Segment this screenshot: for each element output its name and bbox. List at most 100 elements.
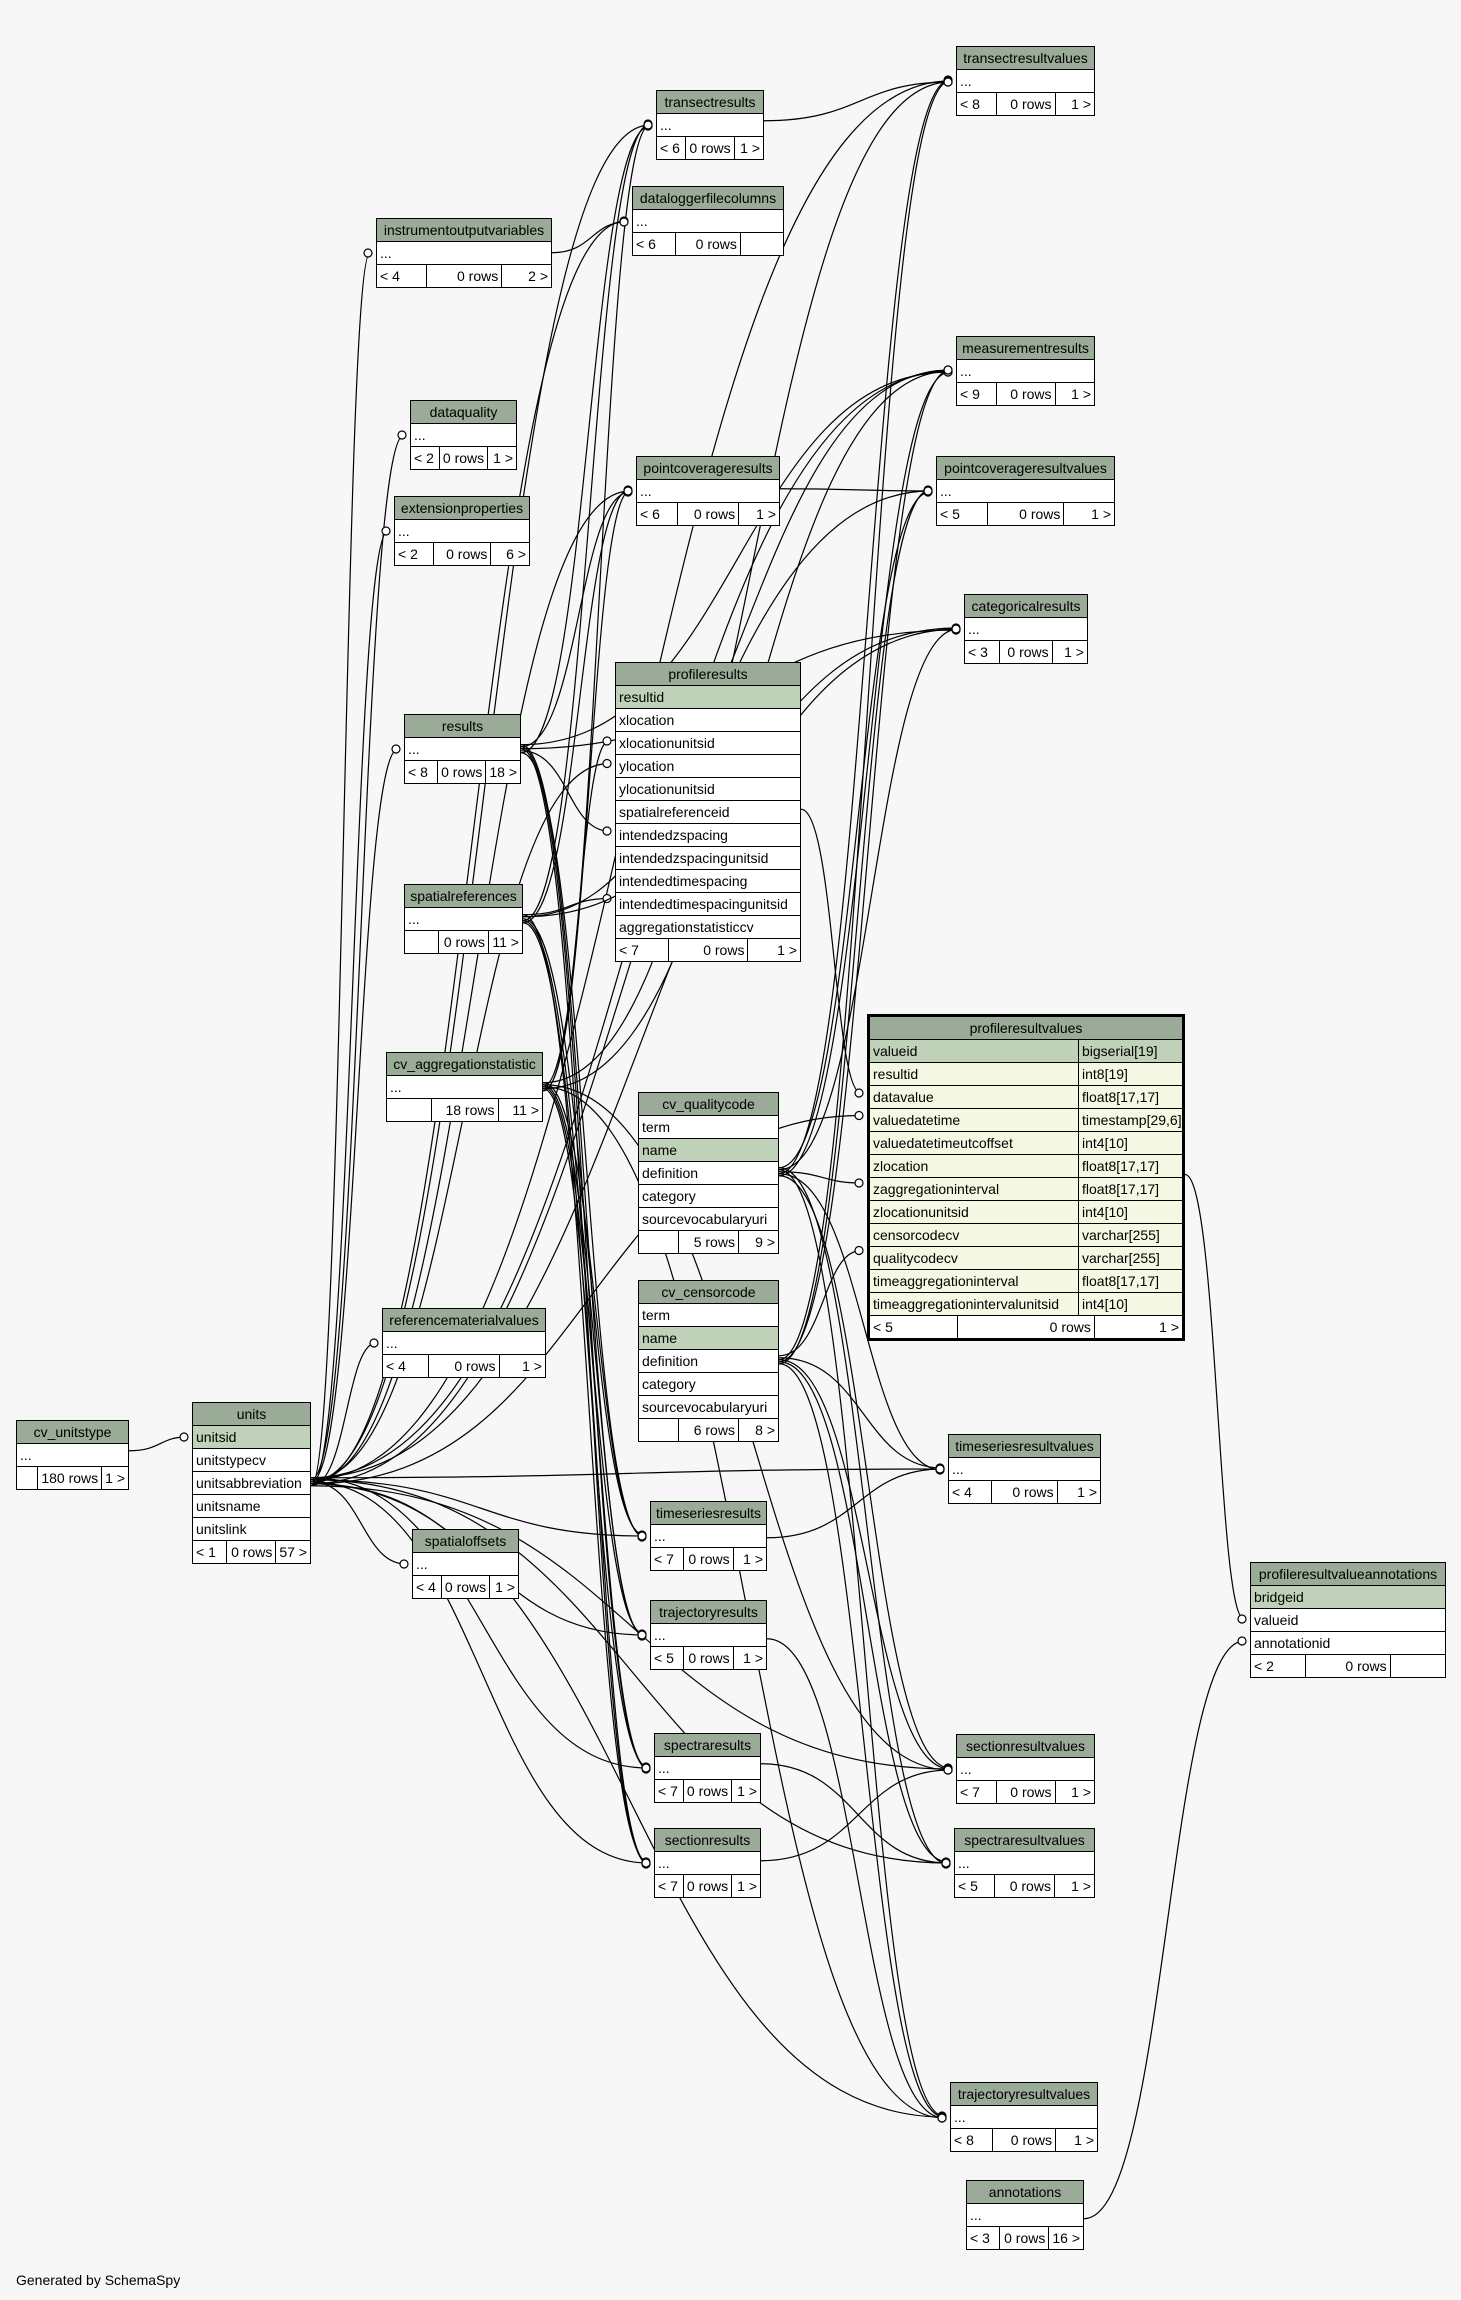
parents-count[interactable]: < 5 — [937, 503, 988, 525]
parents-count[interactable]: < 4 — [377, 265, 427, 287]
parents-count[interactable] — [639, 1231, 680, 1253]
children-count[interactable] — [741, 233, 783, 255]
parents-count[interactable] — [387, 1099, 432, 1121]
row-count[interactable]: 0 rows — [678, 503, 740, 525]
parents-count[interactable]: < 8 — [405, 761, 438, 783]
row-count[interactable]: 0 rows — [997, 383, 1056, 405]
parents-count[interactable] — [639, 1419, 680, 1441]
children-count[interactable]: 11 > — [512, 1102, 539, 1118]
children-count[interactable]: 1 > — [743, 1650, 763, 1666]
parents-count[interactable]: < 7 — [957, 1781, 997, 1803]
parents-count[interactable]: < 2 — [411, 447, 440, 469]
row-count[interactable]: 18 rows — [432, 1099, 499, 1121]
children-count[interactable]: 1 > — [1071, 96, 1091, 112]
row-count[interactable]: 0 rows — [227, 1541, 277, 1563]
row-count[interactable]: 0 rows — [439, 931, 490, 953]
parents-count[interactable]: < 4 — [383, 1355, 430, 1377]
children-count[interactable]: 16 > — [1052, 2230, 1080, 2246]
row-count[interactable]: 6 rows — [679, 1419, 739, 1441]
children-count[interactable]: 1 > — [493, 450, 514, 466]
children-count[interactable]: 18 > — [489, 764, 517, 780]
row-count[interactable]: 0 rows — [992, 1481, 1058, 1503]
children-count[interactable]: 1 > — [777, 942, 798, 958]
row-count[interactable]: 0 rows — [684, 1780, 733, 1802]
children-count[interactable]: 1 > — [737, 1783, 758, 1799]
children-count[interactable]: 11 > — [492, 934, 519, 950]
row-count[interactable]: 0 rows — [1000, 641, 1053, 663]
row-count[interactable]: 0 rows — [997, 93, 1056, 115]
row-count[interactable]: 0 rows — [995, 1875, 1055, 1897]
parents-count[interactable]: < 4 — [949, 1481, 993, 1503]
parents-count[interactable]: < 7 — [655, 1875, 684, 1897]
row-count[interactable]: 0 rows — [684, 1647, 734, 1669]
children-count[interactable]: 1 > — [1074, 2132, 1094, 2148]
children-count[interactable]: 1 > — [1077, 1484, 1097, 1500]
parents-count[interactable]: < 6 — [657, 137, 687, 159]
children-count[interactable]: 1 > — [495, 1579, 516, 1595]
parents-count[interactable]: < 6 — [637, 503, 678, 525]
parents-count[interactable]: < 6 — [633, 233, 677, 255]
row-count[interactable]: 0 rows — [429, 1355, 500, 1377]
parents-count[interactable]: < 8 — [951, 2129, 993, 2151]
children-count[interactable]: 1 > — [1071, 1878, 1092, 1894]
parents-count[interactable]: < 7 — [655, 1780, 684, 1802]
children-count[interactable]: 1 > — [522, 1358, 542, 1374]
children-count[interactable]: 9 > — [755, 1234, 776, 1250]
row-count[interactable]: 0 rows — [997, 1781, 1056, 1803]
parents-count[interactable]: < 5 — [870, 1316, 959, 1338]
parents-count[interactable]: < 5 — [651, 1647, 685, 1669]
parents-count[interactable]: < 7 — [651, 1548, 685, 1570]
children-count[interactable]: 1 > — [1071, 386, 1091, 402]
children-count[interactable]: 57 > — [279, 1544, 307, 1560]
parents-count[interactable]: < 2 — [395, 543, 434, 565]
row-count[interactable]: 0 rows — [442, 1576, 491, 1598]
row-count[interactable]: 0 rows — [684, 1875, 733, 1897]
children-count[interactable] — [1391, 1655, 1445, 1677]
children-count[interactable]: 1 > — [740, 140, 761, 156]
children-count[interactable]: 6 > — [506, 546, 527, 562]
children-count[interactable]: 1 > — [1064, 644, 1084, 660]
parents-count[interactable]: < 8 — [957, 93, 997, 115]
parents-count[interactable]: < 2 — [1251, 1655, 1307, 1677]
children-count[interactable]: 1 > — [1091, 506, 1111, 522]
row-count[interactable]: 0 rows — [438, 761, 487, 783]
parents-count[interactable]: < 3 — [965, 641, 1001, 663]
parents-count[interactable]: < 4 — [413, 1576, 442, 1598]
row-count[interactable]: 0 rows — [686, 137, 735, 159]
row-count[interactable]: 5 rows — [679, 1231, 739, 1253]
row-count[interactable]: 0 rows — [669, 939, 749, 961]
children-count[interactable]: 1 > — [105, 1470, 125, 1486]
row-count[interactable]: 0 rows — [676, 233, 741, 255]
children-count[interactable]: 1 > — [737, 1878, 758, 1894]
children-count[interactable]: 2 > — [528, 268, 548, 284]
row-count[interactable]: 0 rows — [427, 265, 503, 287]
row-count[interactable]: 0 rows — [958, 1316, 1095, 1338]
